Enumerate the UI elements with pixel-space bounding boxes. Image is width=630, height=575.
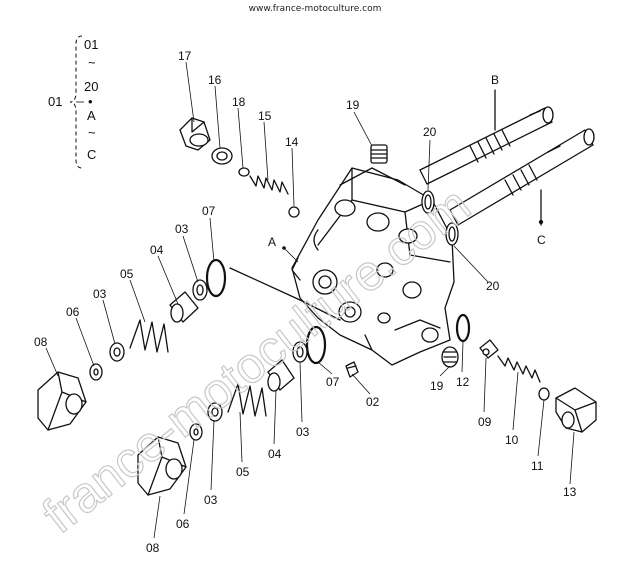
callout-07-bottom: 07 (326, 375, 340, 389)
callout-05-top: 05 (120, 267, 134, 281)
callout-02: 02 (366, 395, 380, 409)
poppet-09 (479, 339, 499, 359)
callout-20-bottom: 20 (486, 279, 500, 293)
callout-20-top: 20 (423, 125, 437, 139)
callout-09: 09 (478, 415, 492, 429)
callout-11: 11 (531, 459, 544, 473)
callout-14: 14 (285, 135, 299, 149)
legend-line-3: 20 (84, 79, 99, 94)
callout-b: B (491, 73, 500, 87)
spool-c (449, 128, 595, 226)
callout-16: 16 (208, 73, 222, 87)
callout-c: C (537, 233, 546, 247)
callout-03-top: 03 (175, 222, 189, 236)
callout-05-bottom: 05 (236, 465, 250, 479)
legend-line-7: C (87, 147, 97, 162)
callout-03-bottom-right: 03 (296, 425, 310, 439)
callout-19-bottom: 19 (430, 379, 444, 393)
callout-08-top: 08 (34, 335, 48, 349)
spool-b (419, 106, 554, 185)
callout-15: 15 (258, 109, 272, 123)
plug-19-bottom (441, 346, 459, 368)
legend-line-2: ~ (88, 55, 96, 70)
piston-04b (267, 359, 295, 392)
legend-line-4: • (88, 94, 93, 109)
callout-06-bottom: 06 (176, 517, 190, 531)
source-url-text: www.france-motoculture.com (248, 4, 382, 14)
callout-04-bottom: 04 (268, 447, 282, 461)
callout-07-top: 07 (202, 204, 216, 218)
legend-line-6: ~ (88, 125, 96, 140)
screw-02 (345, 361, 359, 378)
legend-line-5: A (87, 108, 96, 123)
callout-04-top: 04 (150, 243, 164, 257)
callout-03-bottom-left: 03 (204, 493, 218, 507)
callout-18: 18 (232, 95, 246, 109)
callout-17: 17 (178, 49, 192, 63)
callout-10: 10 (505, 433, 519, 447)
callout-12: 12 (456, 375, 470, 389)
legend-group-label: 01 (48, 94, 63, 109)
legend-line-1: 01 (84, 37, 99, 52)
callout-08-bottom: 08 (146, 541, 160, 555)
cap-08a (37, 371, 87, 431)
plug-19-top (370, 144, 388, 164)
cap-08b (137, 436, 187, 496)
callout-19-top: 19 (346, 98, 360, 112)
callout-13: 13 (563, 485, 577, 499)
callout-a: A (268, 235, 277, 249)
piston-04a (169, 291, 199, 323)
plug-17 (179, 117, 211, 151)
callout-03-left: 03 (93, 287, 107, 301)
callout-06-top: 06 (66, 305, 80, 319)
plug-13 (555, 387, 597, 433)
